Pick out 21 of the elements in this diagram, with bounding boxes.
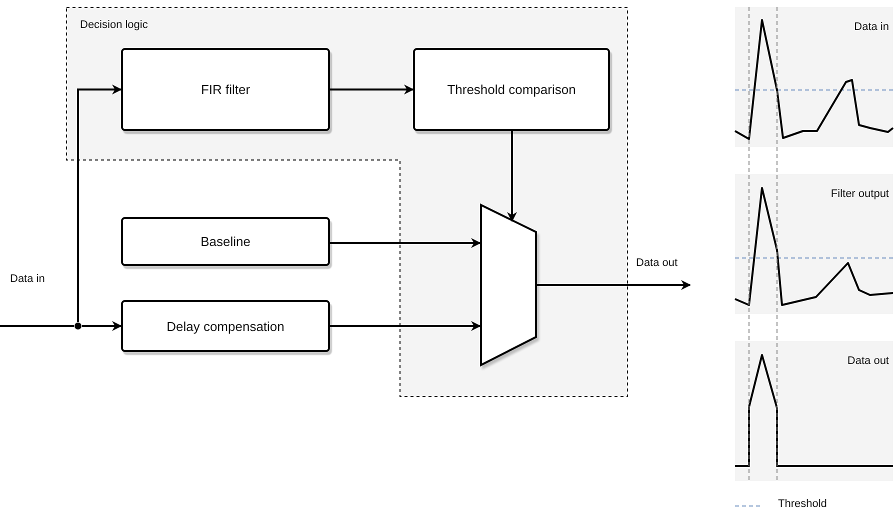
process-box: Delay compensation [121, 300, 330, 352]
arrow [507, 131, 517, 222]
process-box: Baseline [121, 217, 330, 266]
signal-panel [735, 341, 893, 481]
arrow [537, 280, 691, 290]
signal-panel [735, 174, 893, 314]
arrow [330, 238, 481, 248]
arrow [77, 84, 122, 322]
region-title: Decision logic [80, 19, 148, 31]
panel-title: Filter output [830, 188, 889, 200]
process-box: FIR filter [121, 48, 330, 131]
legend-label: Threshold [778, 498, 827, 510]
process-box: Threshold comparison [413, 48, 610, 131]
connector-line [0, 325, 74, 327]
arrow [330, 84, 414, 94]
panel-title: Data out [847, 355, 889, 367]
arrow [82, 321, 122, 331]
arrow [330, 321, 481, 331]
edge-label: Data out [636, 257, 678, 269]
panel-title: Data in [854, 21, 889, 33]
edge-label: Data in [10, 273, 45, 285]
